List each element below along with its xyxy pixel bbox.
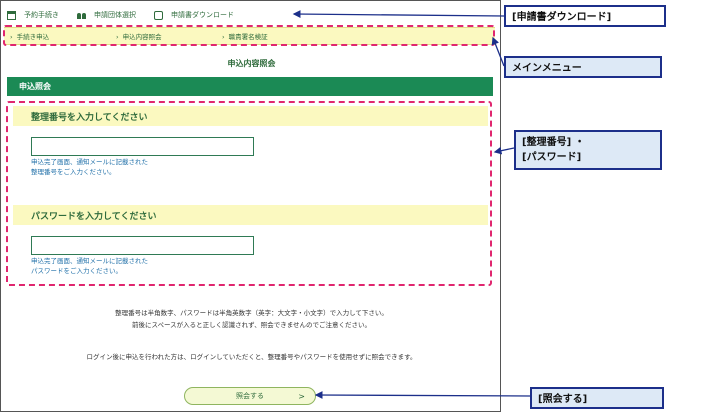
number-heading: 整理番号を入力してください <box>13 106 488 126</box>
callout-menu: メインメニュー <box>504 56 662 78</box>
browser-page: 予約手続き 申請団体選択 申請書ダウンロード ›手続き申込 ›申込内容照会 ›職… <box>0 0 501 412</box>
fields-highlight <box>6 101 492 286</box>
download-icon <box>154 10 163 20</box>
login-note: ログイン後に申込を行われた方は、ログインしていただくと、整理番号やパスワードを使… <box>86 353 417 361</box>
hint-line: 整理番号をご入力ください。 <box>31 168 116 176</box>
menu-highlight <box>3 25 495 46</box>
button-label: 照会する <box>236 392 264 400</box>
input-note: 整理番号は半角数字、パスワードは半角英数字（英字：大文字・小文字）で入力して下さ… <box>1 307 500 331</box>
hint-line: 申込完了画面、通知メールに記載された <box>31 158 148 166</box>
callout-fields: [整理番号] ・ [パスワード] <box>514 130 662 170</box>
password-input[interactable] <box>31 236 254 255</box>
topnav-item-reservation[interactable]: 予約手続き <box>7 10 59 20</box>
topnav-item-group-select[interactable]: 申請団体選択 <box>77 10 136 20</box>
topnav-item-download[interactable]: 申請書ダウンロード <box>154 10 234 20</box>
chevron-right-icon: › <box>222 33 225 41</box>
password-hint: 申込完了画面、通知メールに記載された パスワードをご入力ください。 <box>31 256 148 276</box>
menu-item-apply[interactable]: ›手続き申込 <box>4 31 110 41</box>
top-navigation: 予約手続き 申請団体選択 申請書ダウンロード <box>7 5 307 25</box>
menu-item-label: 申込内容照会 <box>122 33 162 41</box>
section-header: 申込照会 <box>7 77 493 96</box>
reference-number-input[interactable] <box>31 137 254 156</box>
number-hint: 申込完了画面、通知メールに記載された 整理番号をご入力ください。 <box>31 157 148 177</box>
hint-line: パスワードをご入力ください。 <box>31 267 122 275</box>
callout-submit: [照会する] <box>530 387 664 409</box>
callout-line: [パスワード] <box>522 152 582 163</box>
people-icon <box>77 11 86 20</box>
password-heading: パスワードを入力してください <box>13 205 488 225</box>
hint-line: 申込完了画面、通知メールに記載された <box>31 257 148 265</box>
menu-item-inquiry[interactable]: ›申込内容照会 <box>110 31 216 41</box>
callout-download: [申請書ダウンロード] <box>504 5 666 27</box>
topnav-label: 予約手続き <box>24 11 59 19</box>
callout-line: [整理番号] ・ <box>522 137 585 148</box>
note-line: 前後にスペースが入ると正しく認識されず、照会できませんのでご注意ください。 <box>131 321 372 329</box>
topnav-label: 申請書ダウンロード <box>171 11 234 19</box>
chevron-right-icon: › <box>10 33 13 41</box>
menu-item-label: 手続き申込 <box>16 33 50 41</box>
topnav-label: 申請団体選択 <box>94 11 136 19</box>
chevron-right-icon: › <box>116 33 119 41</box>
menu-item-label: 職責署名検証 <box>228 33 268 41</box>
page-title: 申込内容照会 <box>227 59 276 68</box>
inquiry-submit-button[interactable]: 照会する > <box>184 387 316 405</box>
calendar-icon <box>7 10 16 20</box>
menu-item-signature-verify[interactable]: ›職責署名検証 <box>216 31 322 41</box>
note-line: 整理番号は半角数字、パスワードは半角英数字（英字：大文字・小文字）で入力して下さ… <box>115 309 388 317</box>
chevron-right-icon: > <box>298 391 305 401</box>
